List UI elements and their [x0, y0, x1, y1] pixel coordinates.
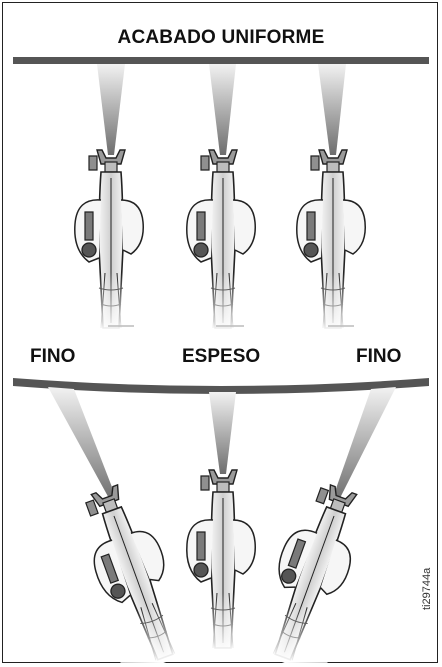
label-center-espeso: ESPESO: [182, 346, 261, 367]
spray-cone-bottom-center: [209, 392, 236, 474]
spray-cone-top-left: [97, 64, 125, 155]
spray-gun-bottom-right: [238, 473, 386, 667]
spray-cone-bottom-right: [332, 387, 396, 502]
spray-cone-top-right: [318, 64, 346, 155]
top-panel-title: ACABADO UNIFORME: [117, 27, 325, 48]
top-surface-bar: [13, 57, 429, 64]
spray-cone-bottom-left: [48, 387, 117, 502]
label-right-fino: FINO: [356, 346, 402, 367]
spray-cone-top-center: [209, 64, 236, 155]
label-left-fino: FINO: [30, 346, 76, 367]
spray-gun-top-center: [178, 149, 268, 334]
spray-gun-top-right: [288, 149, 378, 334]
bottom-surface-bar: [13, 378, 429, 394]
spray-gun-top-left: [66, 149, 156, 334]
